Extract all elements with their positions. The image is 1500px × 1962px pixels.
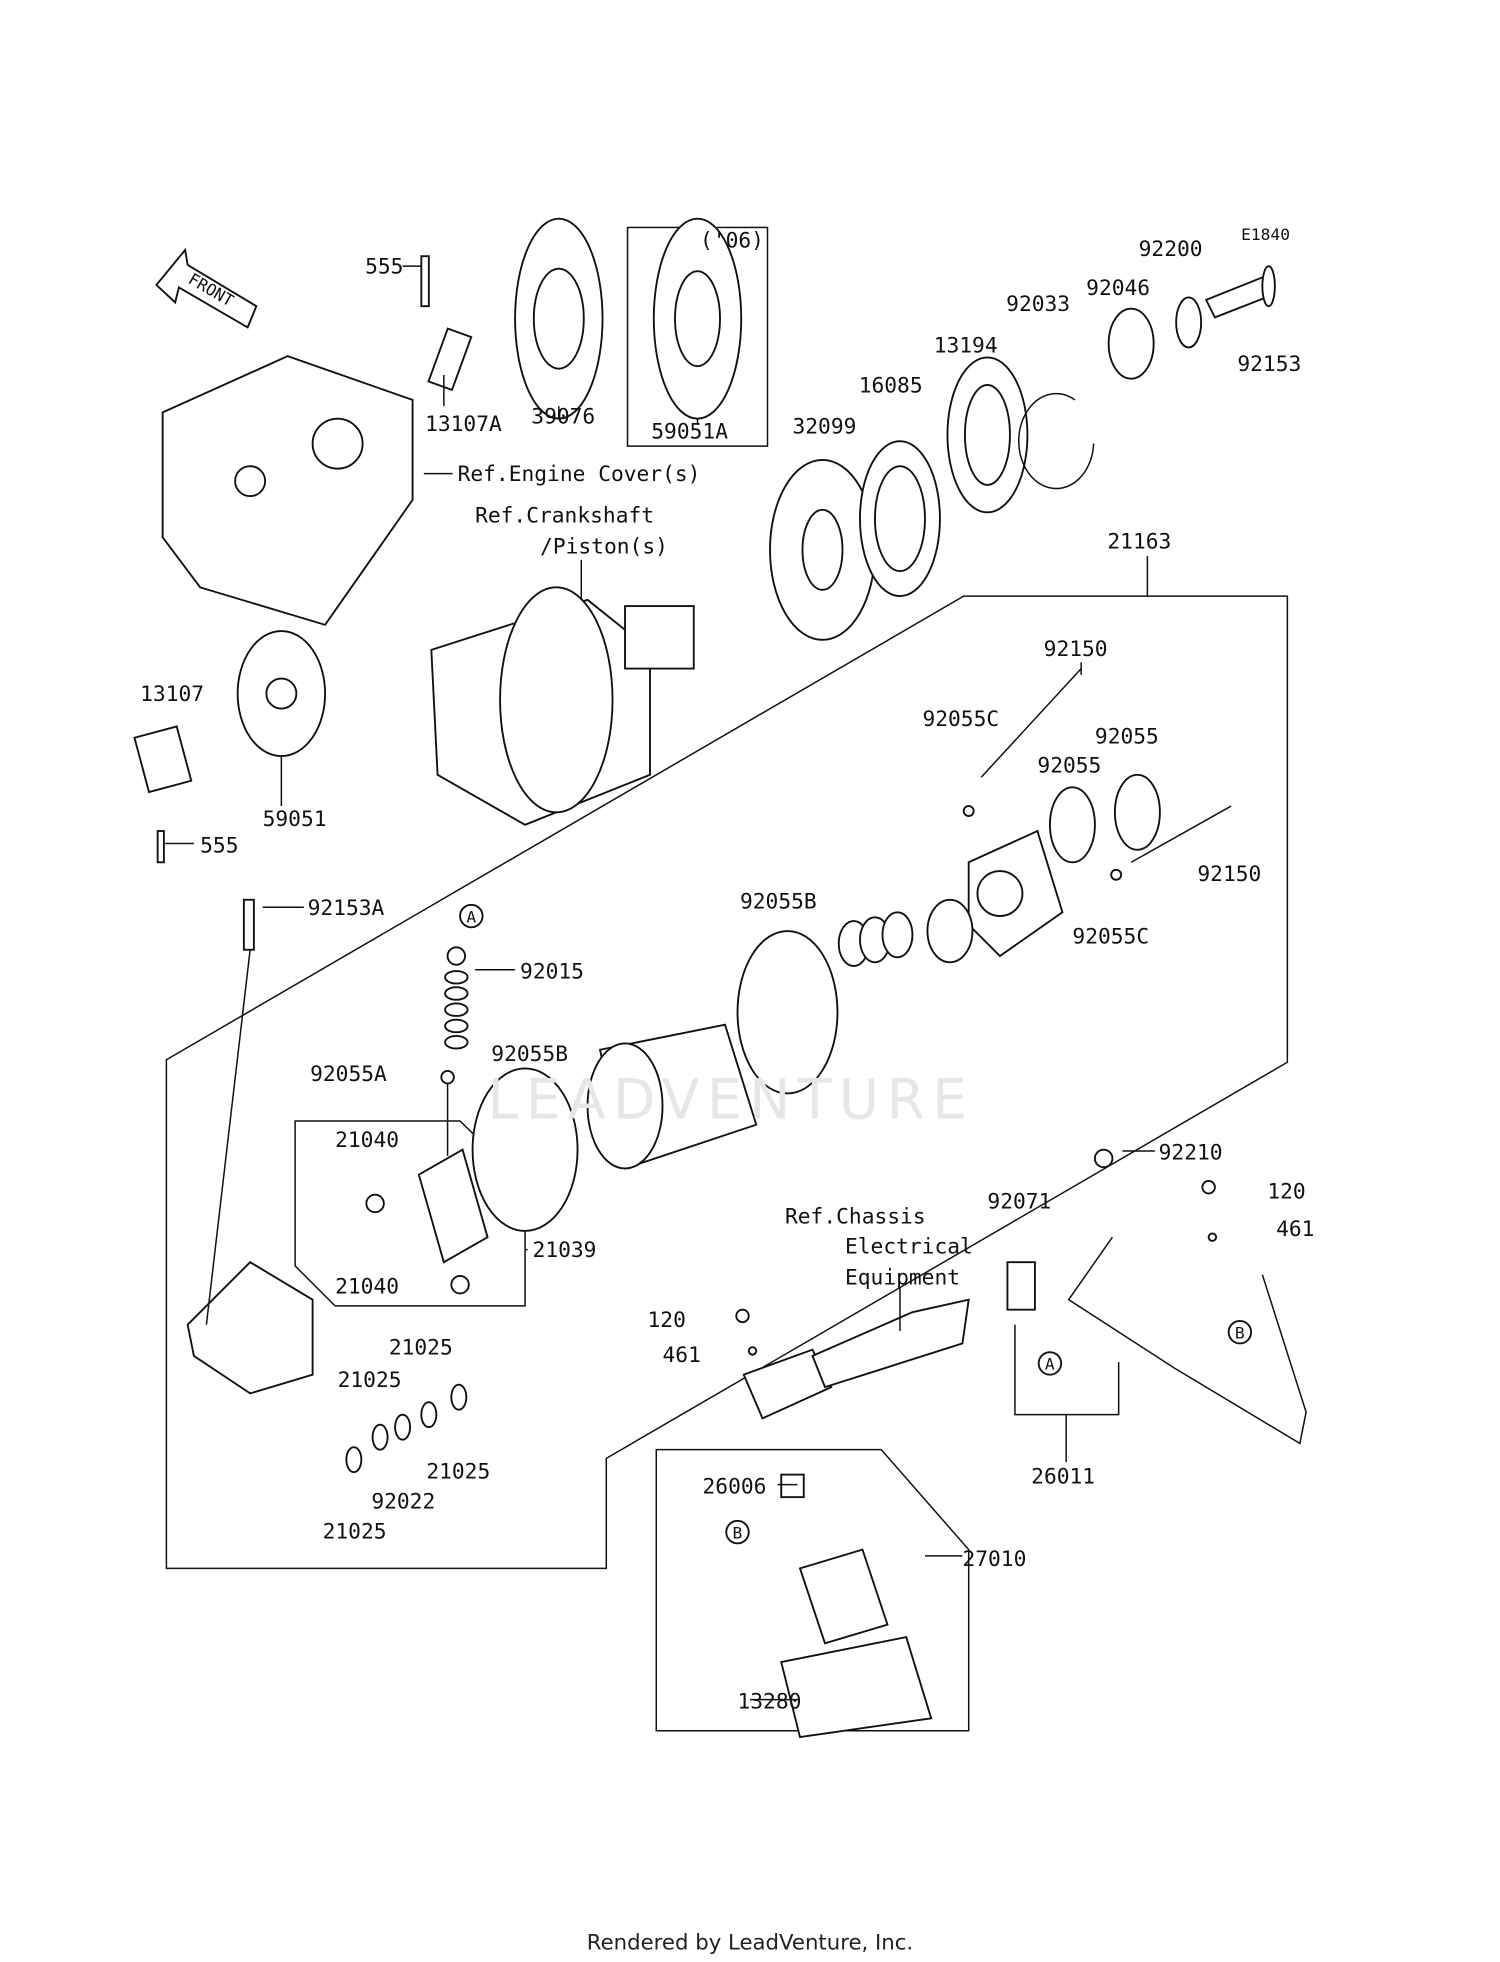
part-labels: E1840 ('06) 555 92200 92046 92033 92153 … [140, 225, 1314, 1714]
ref-label: Ref.Engine Cover(s) [458, 462, 701, 487]
part-label: 21025 [323, 1519, 387, 1544]
part-label: 92046 [1086, 276, 1150, 301]
part-label: 59051A [651, 420, 728, 445]
ref-label: Electrical [845, 1234, 973, 1259]
part-label: 92055B [740, 890, 817, 915]
front-arrow-icon: FRONT [155, 247, 258, 329]
part-label: 26011 [1031, 1464, 1095, 1489]
part-label: 92033 [1006, 292, 1070, 317]
year-note: ('06) [700, 228, 764, 253]
part-label: 21039 [533, 1238, 597, 1263]
part-label: 27010 [962, 1547, 1026, 1572]
marker-b-right: B [1227, 1319, 1253, 1345]
part-label: 92150 [1197, 862, 1261, 887]
part-label: 92055A [310, 1062, 387, 1087]
part-label: 21163 [1107, 530, 1171, 555]
svg-text:A: A [1045, 1355, 1055, 1374]
part-label: 13107A [425, 412, 502, 437]
part-label: 461 [663, 1343, 701, 1368]
marker-b-bottom: B [725, 1519, 750, 1545]
svg-text:B: B [733, 1523, 743, 1542]
part-label: 120 [1267, 1179, 1305, 1204]
part-label: 21025 [389, 1336, 453, 1361]
part-label: 92200 [1139, 237, 1203, 262]
part-label: 21025 [426, 1459, 490, 1484]
ref-label: Ref.Chassis [785, 1204, 926, 1229]
part-label: 26006 [703, 1474, 767, 1499]
frame-21163 [165, 595, 1289, 1570]
part-label: 92153A [308, 896, 385, 921]
part-label: 92055 [1095, 725, 1159, 750]
part-label: 92055B [491, 1042, 568, 1067]
ref-label: /Piston(s) [540, 535, 668, 560]
ref-label: Ref.Crankshaft [475, 503, 654, 528]
bracket-26011 [1014, 1324, 1120, 1416]
part-label: 92055C [1072, 925, 1149, 950]
footer-credit: Rendered by LeadVenture, Inc. [587, 1931, 913, 1956]
marker-a-top: A [459, 903, 484, 929]
part-label: 21040 [335, 1128, 399, 1153]
part-label: 92055 [1037, 753, 1101, 778]
svg-text:B: B [1235, 1323, 1245, 1342]
parts-shapes [133, 217, 1307, 1739]
part-label: 13194 [934, 333, 998, 358]
frame-21039 [294, 1120, 526, 1307]
part-label: 461 [1276, 1217, 1314, 1242]
part-label: 21025 [338, 1368, 402, 1393]
diagram-id: E1840 [1241, 225, 1290, 244]
part-label: 120 [648, 1308, 686, 1333]
part-label: 555 [200, 833, 238, 858]
part-label: 32099 [792, 415, 856, 440]
part-label: 13107 [140, 682, 204, 707]
marker-a-bottom: A [1037, 1351, 1063, 1376]
ref-label: Equipment [845, 1266, 960, 1291]
part-label: 16085 [859, 373, 923, 398]
part-label: 39076 [531, 405, 595, 430]
part-label: 92071 [987, 1189, 1051, 1214]
part-label: 92153 [1237, 352, 1301, 377]
part-label: 92210 [1159, 1141, 1223, 1166]
part-label: 59051 [263, 807, 327, 832]
part-label: 92022 [371, 1489, 435, 1514]
frame-27010 [655, 1448, 970, 1732]
svg-text:A: A [466, 907, 476, 926]
part-label: 555 [365, 255, 403, 280]
part-label: 92015 [520, 960, 584, 985]
part-label: 21040 [335, 1274, 399, 1299]
leader-lines [165, 265, 1155, 1701]
part-label: 92055C [922, 707, 999, 732]
watermark: LEADVENTURE [488, 1067, 975, 1131]
part-label: 13280 [738, 1689, 802, 1714]
part-label: 92150 [1044, 637, 1108, 662]
